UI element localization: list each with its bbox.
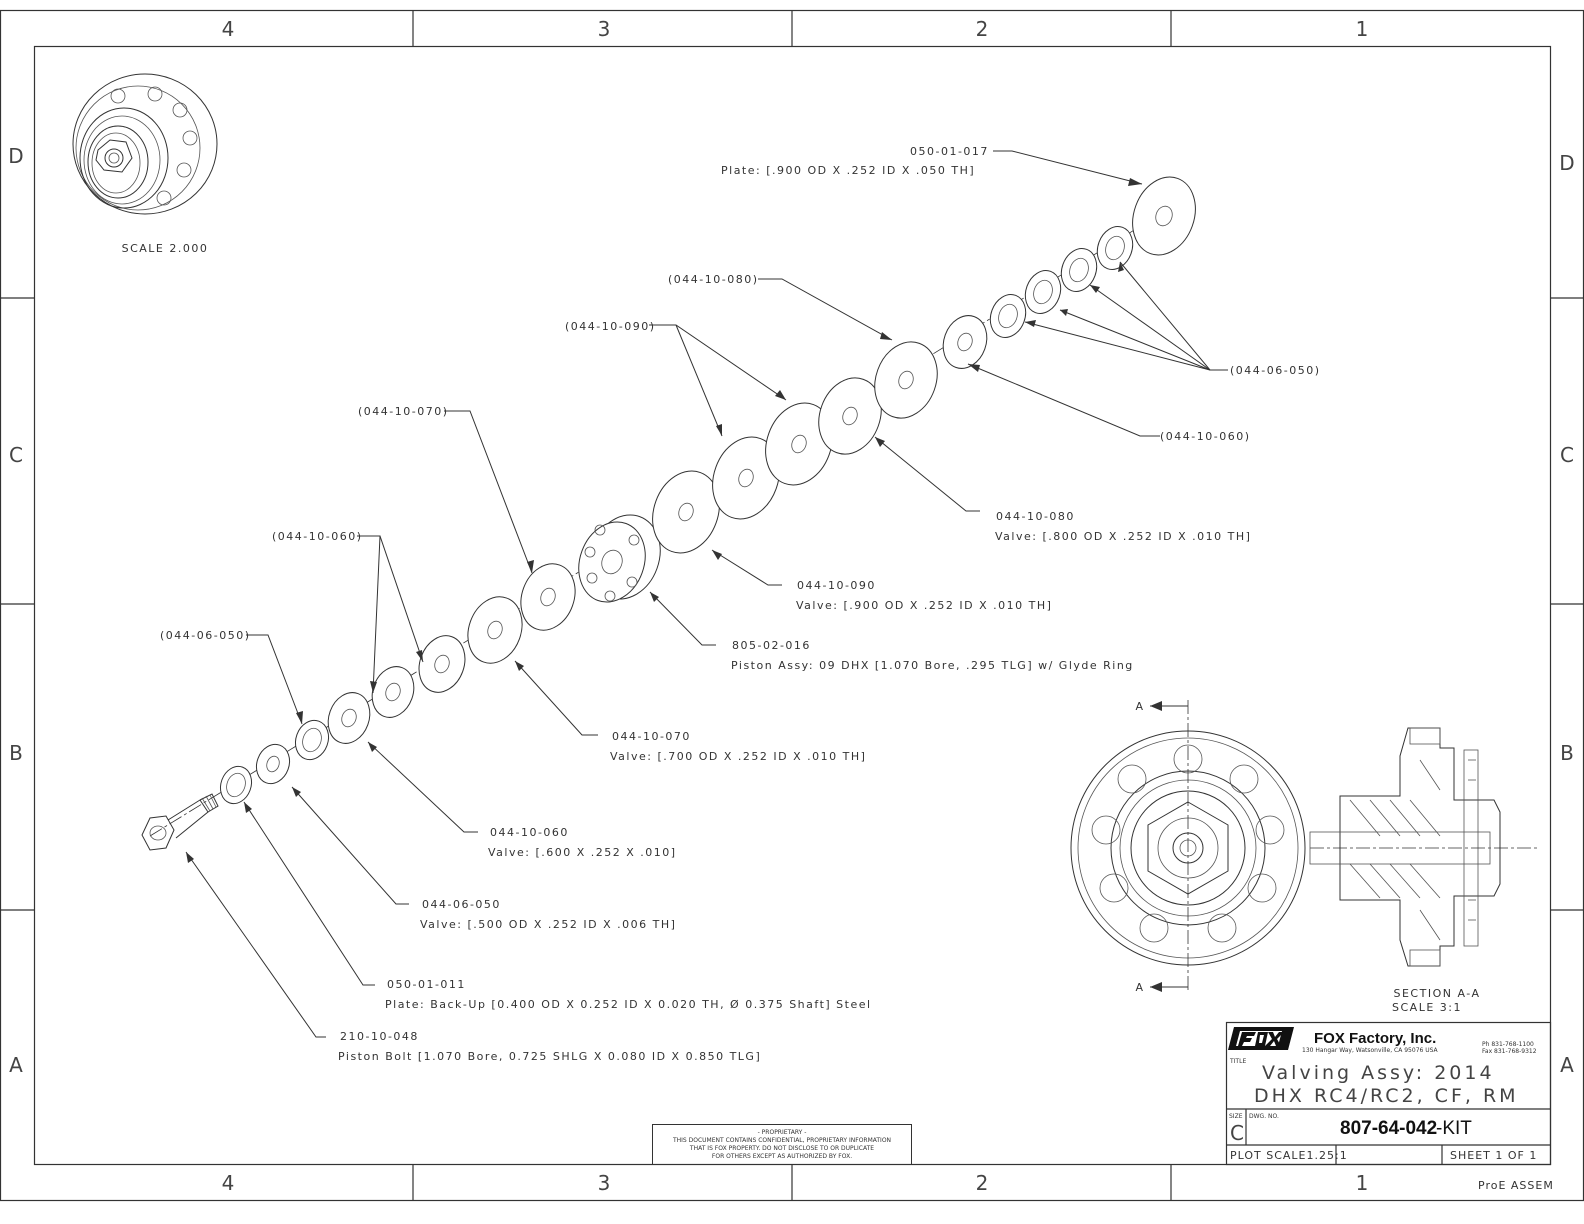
zone-col-1-top: 1 [1356, 17, 1369, 41]
section-marker-bottom: A [1135, 981, 1144, 994]
zone-col-2-bottom: 2 [976, 1171, 989, 1195]
zone-col-2-top: 2 [976, 17, 989, 41]
leader-arrowheads [186, 178, 1142, 863]
zone-row-a-right: A [1560, 1053, 1574, 1077]
dwg-no-label: DWG. NO. [1249, 1113, 1279, 1120]
zone-row-d-left: D [8, 144, 23, 168]
company-address: 130 Hangar Way, Watsonville, CA 95076 US… [1302, 1047, 1439, 1054]
zone-row-c-right: C [1560, 443, 1574, 467]
callout-050-01-011-desc: Plate: Back-Up [0.400 OD X 0.252 ID X 0.… [385, 998, 872, 1011]
drawing-title-line-2: DHX RC4/RC2, CF, RM [1254, 1085, 1519, 1107]
proprietary-line-1: - PROPRIETARY - [758, 1129, 807, 1136]
size-value: C [1230, 1121, 1244, 1145]
software-label: ProE ASSEM [1478, 1179, 1554, 1192]
callout-044-10-070-part: 044-10-070 [612, 730, 691, 743]
section-a-a-view [1309, 727, 1540, 967]
callout-210-10-048-part: 210-10-048 [340, 1030, 419, 1043]
callout-805-02-016-desc: Piston Assy: 09 DHX [1.070 Bore, .295 TL… [731, 659, 1134, 672]
plot-scale: PLOT SCALE1.25:1 [1230, 1149, 1348, 1162]
zone-row-c-left: C [9, 443, 23, 467]
company-name: FOX Factory, Inc. [1314, 1030, 1436, 1047]
section-scale-label: SCALE 3:1 [1392, 1001, 1462, 1014]
piston-bolt [141, 793, 219, 851]
zone-row-b-left: B [9, 741, 23, 765]
zone-col-3-top: 3 [598, 17, 611, 41]
callout-044-10-080-desc: Valve: [.800 OD X .252 ID X .010 TH] [995, 530, 1251, 543]
title-label: TITLE [1229, 1058, 1246, 1065]
callout-044-06-050-ref-left: (044-06-050) [160, 629, 251, 642]
company-fax: Fax 831-768-9312 [1482, 1048, 1537, 1055]
callout-044-10-090-ref: (044-10-090) [565, 320, 656, 333]
drawing-number: 807-64-042 [1340, 1118, 1437, 1139]
zone-row-d-right: D [1559, 151, 1574, 175]
callout-044-06-050-part: 044-06-050 [422, 898, 501, 911]
zone-row-a-left: A [9, 1053, 23, 1077]
size-label: SIZE [1229, 1113, 1243, 1120]
callout-050-01-017-desc: Plate: [.900 OD X .252 ID X .050 TH] [721, 164, 975, 177]
callout-044-10-080-part: 044-10-080 [996, 510, 1075, 523]
proprietary-line-2: THIS DOCUMENT CONTAINS CONFIDENTIAL, PRO… [672, 1137, 891, 1144]
piston-detail-view [72, 73, 218, 215]
callout-044-10-060-part: 044-10-060 [490, 826, 569, 839]
zone-dividers [0, 10, 1584, 1200]
company-phone: Ph 831-768-1100 [1482, 1041, 1534, 1048]
callout-044-10-080-ref: (044-10-080) [668, 273, 759, 286]
leader-lines [185, 150, 1228, 1038]
callout-210-10-048-desc: Piston Bolt [1.070 Bore, 0.725 SHLG X 0.… [338, 1050, 761, 1063]
inner-border [33, 45, 1552, 1166]
fox-logo: FOX Factory, Inc. [1228, 1027, 1294, 1050]
section-label: SECTION A-A [1394, 987, 1481, 1000]
callout-044-10-090-desc: Valve: [.900 OD X .252 ID X .010 TH] [796, 599, 1052, 612]
sheet-number: SHEET 1 OF 1 [1450, 1149, 1537, 1162]
callout-044-06-050-desc: Valve: [.500 OD X .252 ID X .006 TH] [420, 918, 676, 931]
callout-044-10-090-part: 044-10-090 [797, 579, 876, 592]
proprietary-line-3: THAT IS FOX PROPERTY. DO NOT DISCLOSE TO… [689, 1145, 874, 1152]
zone-col-1-bottom: 1 [1356, 1171, 1369, 1195]
callout-044-10-070-ref: (044-10-070) [358, 405, 449, 418]
callout-044-10-070-desc: Valve: [.700 OD X .252 ID X .010 TH] [610, 750, 866, 763]
callout-044-10-060-ref-right: (044-10-060) [1160, 430, 1251, 443]
drawing-title-line-1: Valving Assy: 2014 [1262, 1062, 1495, 1084]
section-marker-top: A [1135, 700, 1144, 713]
title-block-frame [1225, 1021, 1552, 1166]
piston-front-view [1070, 700, 1306, 992]
callout-805-02-016-part: 805-02-016 [732, 639, 811, 652]
zone-col-3-bottom: 3 [598, 1171, 611, 1195]
callout-044-06-050-ref-right: (044-06-050) [1230, 364, 1321, 377]
drawing-number-suffix: -KIT [1436, 1118, 1472, 1139]
proprietary-box [652, 1124, 912, 1165]
zone-col-4-top: 4 [222, 17, 235, 41]
exploded-washers [219, 176, 1196, 805]
callout-050-01-017-part: 050-01-017 [910, 145, 989, 158]
callout-044-10-060-desc: Valve: [.600 X .252 X .010] [488, 846, 677, 859]
callout-044-10-060-ref-left: (044-10-060) [272, 530, 363, 543]
zone-col-4-bottom: 4 [222, 1171, 235, 1195]
zone-row-b-right: B [1560, 741, 1574, 765]
callout-050-01-011-part: 050-01-011 [387, 978, 466, 991]
detail-scale-label: SCALE 2.000 [122, 242, 209, 255]
proprietary-line-4: FOR OTHERS EXCEPT AS AUTHORIZED BY FOX. [712, 1153, 852, 1160]
